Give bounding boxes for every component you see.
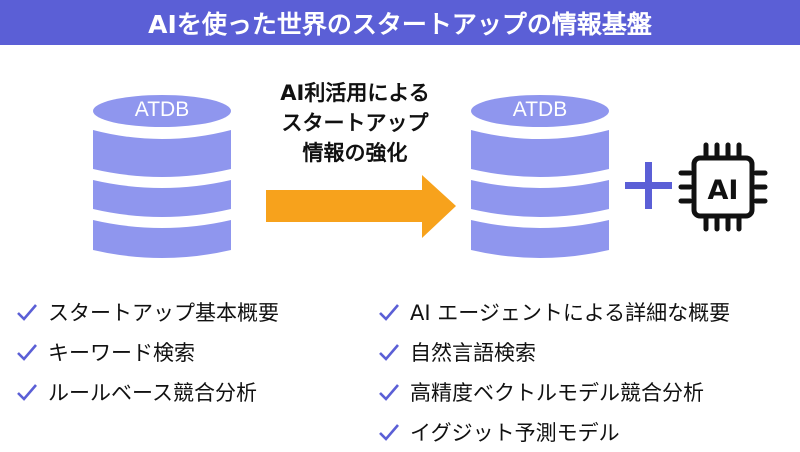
database-label: ATDB [512,98,568,121]
plus-icon [622,160,674,216]
list-item: イグジット予測モデル [378,412,730,452]
feature-text: イグジット予測モデル [410,421,620,445]
checkmark-icon [379,424,399,441]
feature-text: 自然言語検索 [410,341,536,365]
list-item: 高精度ベクトルモデル競合分析 [378,372,730,412]
ai-chip-label: AI [708,175,739,206]
list-item: スタートアップ基本概要 [16,292,279,332]
current-features-list: スタートアップ基本概要 キーワード検索 ルールベース競合分析 [16,292,279,412]
header-banner: AIを使った世界のスタートアップの情報基盤 [0,0,800,45]
checkmark-icon [17,344,37,361]
checkmark-icon [379,384,399,401]
checkmark-icon [17,384,37,401]
list-item: 自然言語検索 [378,332,730,372]
database-icon [471,95,609,258]
feature-text: AI エージェントによる詳細な概要 [410,301,731,325]
transition-caption: AI利活用による スタートアップ 情報の強化 [250,78,460,168]
checkmark-icon [17,304,37,321]
list-item: ルールベース競合分析 [16,372,279,412]
database-icon [93,95,231,258]
list-item: キーワード検索 [16,332,279,372]
feature-text: 高精度ベクトルモデル競合分析 [410,381,704,405]
ai-chip-icon: AI [676,141,770,237]
feature-text: スタートアップ基本概要 [48,301,279,325]
left-database: ATDB [92,94,232,266]
caption-line: 情報の強化 [302,141,408,165]
enhanced-features-list: AI エージェントによる詳細な概要 自然言語検索 高精度ベクトルモデル競合分析 … [378,292,730,452]
checkmark-icon [379,344,399,361]
database-label: ATDB [134,98,190,121]
page-title: AIを使った世界のスタートアップの情報基盤 [148,9,652,39]
right-database: ATDB [470,94,610,266]
arrow-right-icon [262,172,458,246]
list-item: AI エージェントによる詳細な概要 [378,292,730,332]
caption-line: スタートアップ [281,111,429,135]
checkmark-icon [379,304,399,321]
feature-text: ルールベース競合分析 [48,381,257,405]
caption-line: AI利活用による [280,81,430,105]
feature-text: キーワード検索 [48,341,195,365]
